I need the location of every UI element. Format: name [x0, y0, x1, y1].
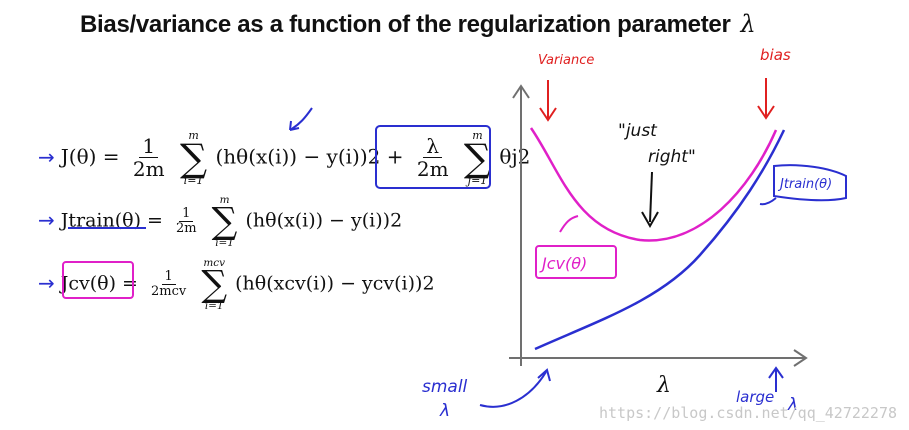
arrowhead-icon	[537, 368, 551, 382]
eq-train-frac-num: 1	[179, 207, 194, 222]
jcv-pointer	[559, 215, 579, 233]
eq-cv-term: (hθ(xcv(i)) − ycv(i))2	[235, 272, 435, 295]
eq-j-frac-den: 2m	[132, 157, 165, 182]
eq-train-sum-bottom: i=1	[215, 236, 234, 249]
small-lambda-arrow	[479, 371, 547, 408]
sigma-icon: ∑	[201, 263, 228, 306]
arrowhead-icon	[539, 107, 557, 122]
sigma-icon: ∑	[211, 200, 238, 243]
title-lambda: λ	[740, 10, 756, 38]
eq-cv-frac-num: 1	[161, 270, 176, 285]
arrowhead-icon	[289, 120, 300, 131]
eq-j-reg-den: 2m	[416, 157, 449, 182]
x-axis-label: λ	[656, 373, 671, 398]
eq-train-sum: m∑i=1	[211, 194, 238, 249]
eq-j-reg-sum: m∑j=1	[464, 130, 491, 186]
just-right-arrow	[649, 171, 653, 223]
eq-train-sum-top: m	[219, 194, 230, 206]
jtrain-pointer	[759, 197, 777, 206]
eq-j-lhs: J(θ) =	[60, 144, 120, 169]
jtrain-label-box	[773, 164, 847, 202]
jcv-box	[62, 261, 134, 299]
jcv-curve-label: Jcv(θ)	[539, 254, 587, 273]
x-axis-arrow-icon	[793, 349, 808, 367]
sigma-icon: ∑	[463, 136, 492, 180]
large-label: large	[736, 388, 774, 406]
eq-train-term: (hθ(x(i)) − y(i))2	[245, 209, 403, 232]
eq-cv-sum-bottom: i=1	[204, 299, 224, 312]
large-lambda-label: λ	[787, 395, 798, 415]
bullet-arrow-icon: →	[38, 144, 55, 169]
jcv-label-box	[535, 245, 617, 279]
arrowhead-icon	[757, 105, 775, 120]
arrowhead-icon	[641, 211, 659, 229]
slide-title: Bias/variance as a function of the regul…	[80, 10, 756, 39]
eq-j-reg-num: λ	[423, 136, 443, 159]
eq-j-reg-sum-bottom: j=1	[467, 174, 488, 188]
small-lambda-label: λ	[439, 401, 450, 421]
bullet-arrow-icon: →	[38, 207, 55, 232]
watermark: https://blog.csdn.net/qq_42722278	[598, 404, 897, 422]
title-text: Bias/variance as a function of the regul…	[80, 11, 731, 38]
arrowhead-icon	[768, 366, 784, 379]
eq-j-sum-bottom: i=1	[183, 174, 204, 188]
small-label: small	[422, 377, 468, 397]
reg-pointer-arrow	[289, 107, 313, 131]
eq-train-frac-den: 2m	[176, 220, 197, 236]
eq-cv-lhs: Jcv(θ) =	[60, 272, 138, 295]
eq-cv-sum-top: mcv	[203, 257, 226, 269]
jcv-curve	[529, 127, 778, 242]
eq-j-sum: m∑i=1	[180, 130, 207, 186]
y-axis-arrow-icon	[512, 84, 530, 99]
eq-train-lhs: Jtrain(θ) =	[60, 209, 163, 232]
variance-label: Variance	[538, 53, 594, 68]
bullet-arrow-icon: →	[38, 270, 55, 295]
eq-j-frac-num: 1	[139, 136, 159, 159]
sigma-icon: ∑	[179, 136, 208, 180]
eq-j-term: (hθ(x(i)) − y(i))2 +	[215, 144, 404, 169]
eq-cv-sum: mcv∑i=1	[201, 257, 228, 312]
just-right-label-line2: right"	[648, 147, 696, 167]
just-right-label-line1: "just	[618, 121, 658, 141]
bias-label: bias	[760, 46, 791, 64]
jtrain-curve	[534, 129, 786, 351]
eq-cv-frac-den: 2mcv	[151, 283, 187, 299]
eq-j-sum-top: m	[188, 129, 199, 142]
eq-j-reg-term: θj2	[499, 144, 531, 169]
regularization-box	[375, 125, 491, 189]
eq-j-reg-sum-top: m	[472, 129, 483, 142]
jtrain-curve-label: Jtrain(θ)	[777, 177, 832, 192]
